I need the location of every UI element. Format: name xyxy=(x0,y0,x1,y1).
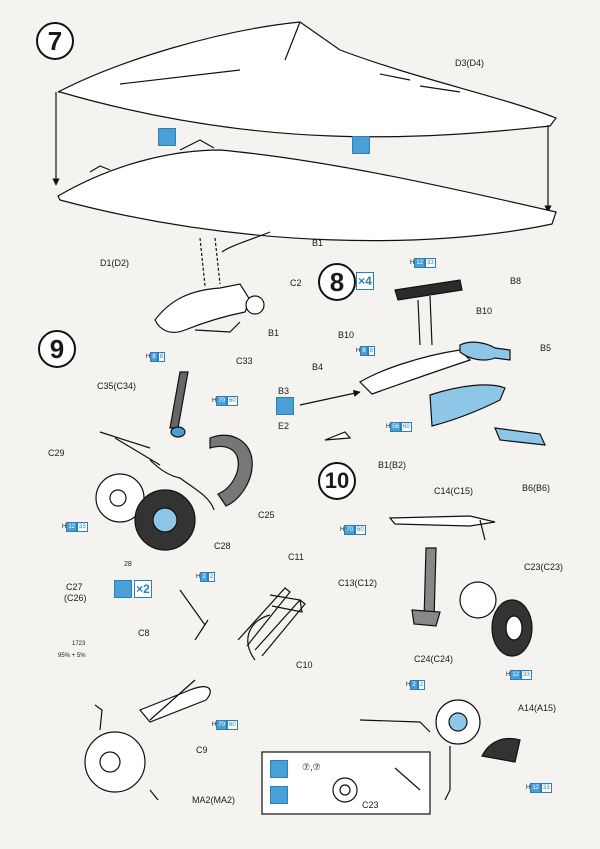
part-label-c8: C8 xyxy=(138,628,150,638)
part-label-c10: C10 xyxy=(296,660,313,670)
strut-assembly xyxy=(388,515,496,527)
part-label-c25: C25 xyxy=(258,510,275,520)
part-label-b3: B3 xyxy=(278,386,290,396)
part-label-c13: C13(C12) xyxy=(338,578,378,588)
part-label-b4: B4 xyxy=(312,362,324,372)
part-label-c24: C24(C24) xyxy=(414,654,454,664)
lower-wing-part xyxy=(57,149,557,242)
part-label-b1: B1 xyxy=(312,238,324,248)
part-label-e2: E2 xyxy=(278,421,290,431)
fuselage-half-blue xyxy=(429,384,506,427)
part-label-c33: C33 xyxy=(236,356,253,366)
part-label-b5: B5 xyxy=(540,343,552,353)
quantity-badge-x2: ×2 xyxy=(134,580,152,598)
part-label-c9: C9 xyxy=(196,745,208,755)
part-label-c27: C27 xyxy=(66,582,83,592)
part-label-b1-lower: B1 xyxy=(268,328,280,338)
part-label-d1: D1(D2) xyxy=(100,258,130,268)
part-label-c14: C14(C15) xyxy=(434,486,474,496)
paint-mix-code: 1723 xyxy=(72,641,86,647)
wheel-fairing xyxy=(209,434,253,507)
part-label-c35: C35(C34) xyxy=(97,381,137,391)
fuselage-subassembly xyxy=(154,283,251,333)
landing-gear-leg xyxy=(169,371,189,429)
part-label-b10-left: B10 xyxy=(338,330,355,340)
strut-part-blue xyxy=(459,341,511,361)
reversible-part-icon xyxy=(276,397,294,415)
brush-icon xyxy=(270,760,288,778)
gear-frame xyxy=(139,686,211,723)
gear-struts xyxy=(237,587,306,657)
part-label-c2: C2 xyxy=(290,278,302,288)
propeller-blade xyxy=(324,431,352,441)
part-label-b10: B10 xyxy=(476,306,493,316)
part-label-ma2: MA2(MA2) xyxy=(192,795,236,805)
part-label-b8: B8 xyxy=(510,276,522,286)
step-number-7: 7 xyxy=(36,22,74,60)
star-decal-icon xyxy=(114,580,132,598)
part-label-d3: D3(D4) xyxy=(455,58,485,68)
main-wheel xyxy=(84,731,146,793)
part-label-c11: C11 xyxy=(288,552,304,562)
step-number-10: 10 xyxy=(318,462,356,500)
part-label-a14: A14(A15) xyxy=(518,703,557,713)
glue-point-icon xyxy=(158,128,176,146)
quantity-badge-x4: ×4 xyxy=(356,272,374,290)
part-label-c26: (C26) xyxy=(64,593,87,603)
part-label-c23: C23(C23) xyxy=(524,562,564,572)
star-icon xyxy=(270,786,288,804)
decal-number: 28 xyxy=(124,561,132,568)
fender-part xyxy=(481,737,521,763)
wheel-10-left xyxy=(459,581,497,619)
step-number-9: 9 xyxy=(38,330,76,368)
step-number-8: 8 xyxy=(318,263,356,301)
part-label-b1b2: B1(B2) xyxy=(378,460,407,470)
part-label-b6: B6(B6) xyxy=(522,483,551,493)
upper-wing-part xyxy=(57,21,557,138)
part-label-c28: C28 xyxy=(214,541,231,551)
engine-nacelle xyxy=(359,349,472,395)
callout-step-marks: ⑦,⑦ xyxy=(302,762,321,772)
glue-point-icon-right xyxy=(352,136,370,154)
part-label-c23-callout: C23 xyxy=(362,800,379,810)
paint-mix-ratio: 95% + 5% xyxy=(58,653,86,659)
part-label-c29: C29 xyxy=(48,448,65,458)
upper-cowling xyxy=(394,279,463,301)
gear-leg-10 xyxy=(423,547,437,621)
tail-part-blue xyxy=(494,427,546,446)
